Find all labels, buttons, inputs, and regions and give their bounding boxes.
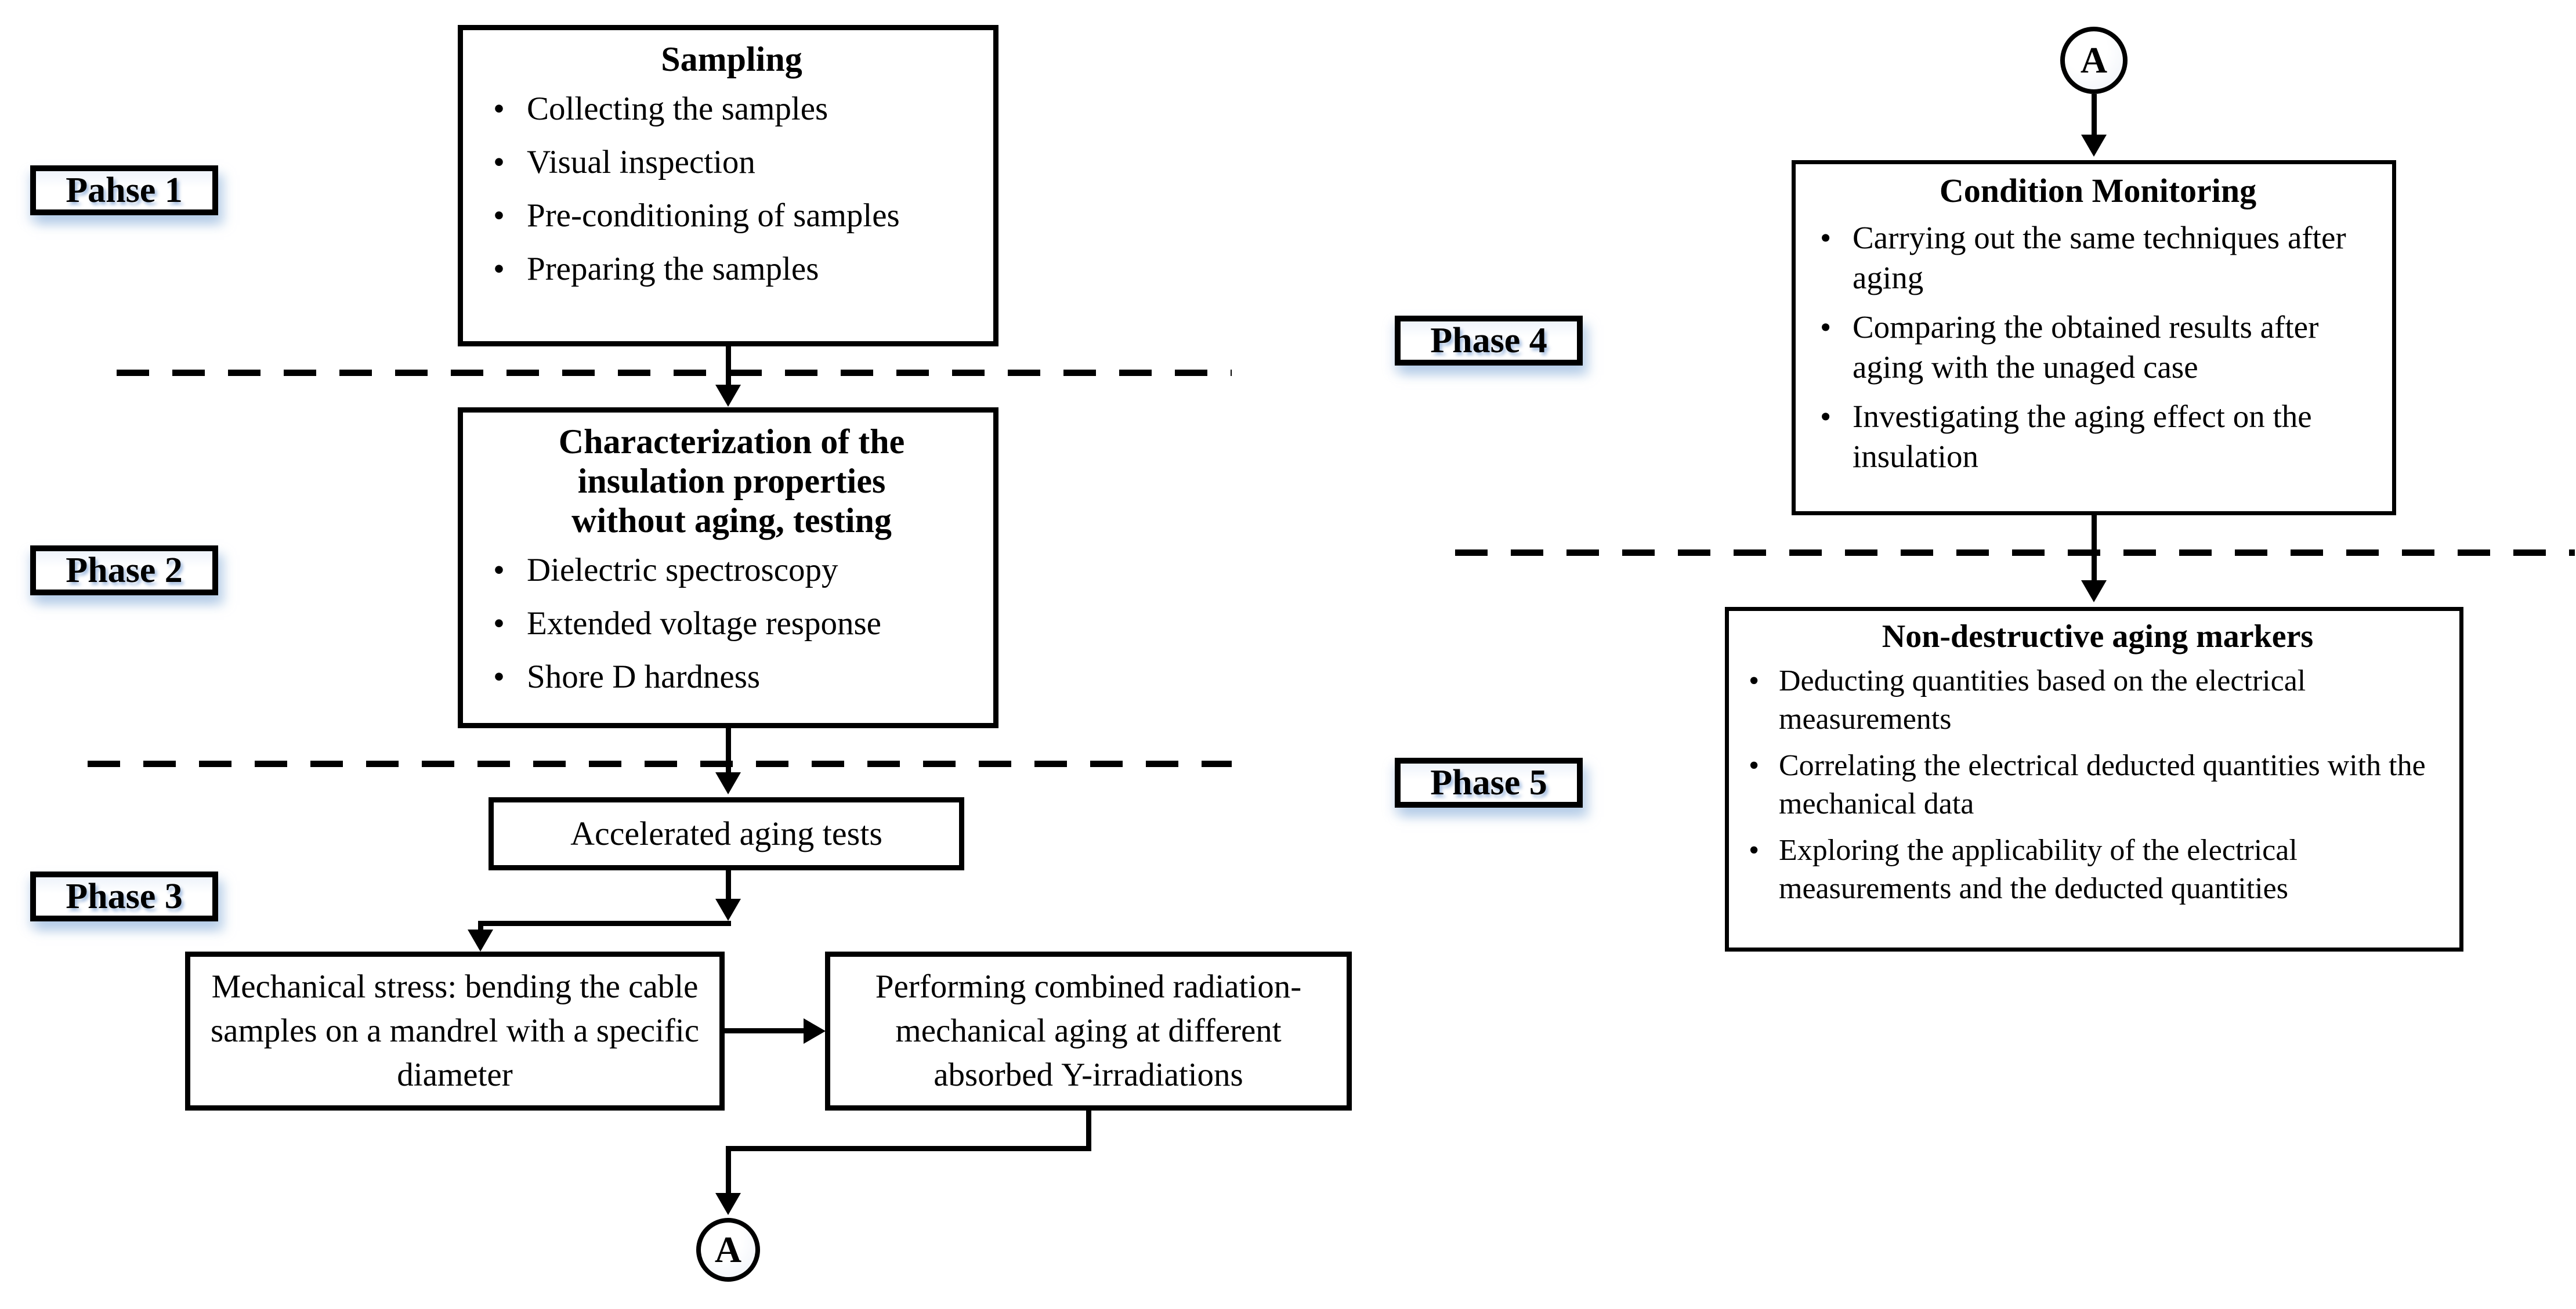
phase-3-label: Phase 3 — [30, 872, 218, 921]
connector-line — [726, 1146, 731, 1194]
list-item: Correlating the electrical deducted quan… — [1749, 747, 2447, 823]
connector-line — [478, 921, 731, 926]
characterization-box: Characterization of the insulation prope… — [458, 407, 998, 728]
aging-markers-bullet-list: Deducting quantities based on the electr… — [1749, 662, 2447, 908]
connector-line — [726, 728, 731, 772]
list-item: Visual inspection — [493, 142, 970, 183]
condition-monitoring-bullet-list: Carrying out the same techniques after a… — [1820, 218, 2376, 476]
list-item: Comparing the obtained results after agi… — [1820, 307, 2376, 387]
arrow-down-icon — [715, 899, 741, 921]
arrow-down-icon — [715, 385, 741, 407]
condition-monitoring-box: Condition Monitoring Carrying out the sa… — [1792, 160, 2396, 515]
accelerated-aging-tests-box: Accelerated aging tests — [489, 797, 964, 870]
arrow-down-icon — [2081, 580, 2107, 602]
list-item: Dielectric spectroscopy — [493, 549, 970, 591]
sampling-box: Sampling Collecting the samples Visual i… — [458, 25, 998, 346]
radiation-mechanical-aging-text: Performing combined radiation-mechanical… — [875, 968, 1302, 1093]
list-item: Shore D hardness — [493, 656, 970, 698]
list-item: Deducting quantities based on the electr… — [1749, 662, 2447, 739]
connector-line — [725, 1028, 804, 1033]
aging-markers-box: Non-destructive aging markers Deducting … — [1725, 607, 2463, 952]
phase-1-label: Pahse 1 — [30, 165, 218, 215]
connector-a-label: A — [2080, 39, 2108, 81]
mechanical-stress-box: Mechanical stress: bending the cable sam… — [185, 952, 725, 1111]
connector-line — [2092, 94, 2097, 135]
list-item: Investigating the aging effect on the in… — [1820, 396, 2376, 476]
arrow-down-icon — [715, 1193, 741, 1215]
connector-line — [478, 921, 483, 931]
connector-a-top: A — [2060, 27, 2128, 94]
arrow-right-icon — [804, 1018, 826, 1044]
arrow-down-icon — [2081, 135, 2107, 157]
connector-line — [726, 346, 731, 385]
characterization-bullet-list: Dielectric spectroscopy Extended voltage… — [493, 549, 970, 698]
phase1-2-divider-dashed-line — [117, 370, 1232, 376]
sampling-bullet-list: Collecting the samples Visual inspection… — [493, 88, 970, 290]
arrow-down-icon — [468, 930, 493, 952]
phase4-5-divider-dashed-line — [1455, 549, 2575, 556]
connector-a-label: A — [714, 1229, 742, 1270]
phase-5-label: Phase 5 — [1395, 758, 1583, 808]
connector-line — [1086, 1108, 1091, 1151]
list-item: Collecting the samples — [493, 88, 970, 130]
connector-line — [2092, 515, 2097, 580]
phase-4-label: Phase 4 — [1395, 316, 1583, 366]
aging-markers-title: Non-destructive aging markers — [1882, 619, 2314, 654]
radiation-mechanical-aging-box: Performing combined radiation-mechanical… — [825, 952, 1352, 1111]
sampling-title: Sampling — [661, 40, 802, 78]
connector-line — [726, 870, 731, 899]
connector-a-bottom: A — [696, 1218, 760, 1282]
accelerated-aging-tests-text: Accelerated aging tests — [570, 815, 882, 852]
list-item: Preparing the samples — [493, 248, 970, 290]
phase2-3-divider-dashed-line — [88, 761, 1232, 767]
connector-line — [726, 1146, 1091, 1151]
characterization-title: Characterization of the insulation prope… — [558, 422, 905, 540]
list-item: Carrying out the same techniques after a… — [1820, 218, 2376, 298]
list-item: Exploring the applicability of the elect… — [1749, 831, 2447, 908]
mechanical-stress-text: Mechanical stress: bending the cable sam… — [210, 968, 700, 1093]
list-item: Extended voltage response — [493, 603, 970, 645]
phase-2-label: Phase 2 — [30, 545, 218, 595]
arrow-down-icon — [715, 772, 741, 794]
condition-monitoring-title: Condition Monitoring — [1939, 172, 2257, 209]
list-item: Pre-conditioning of samples — [493, 195, 970, 237]
